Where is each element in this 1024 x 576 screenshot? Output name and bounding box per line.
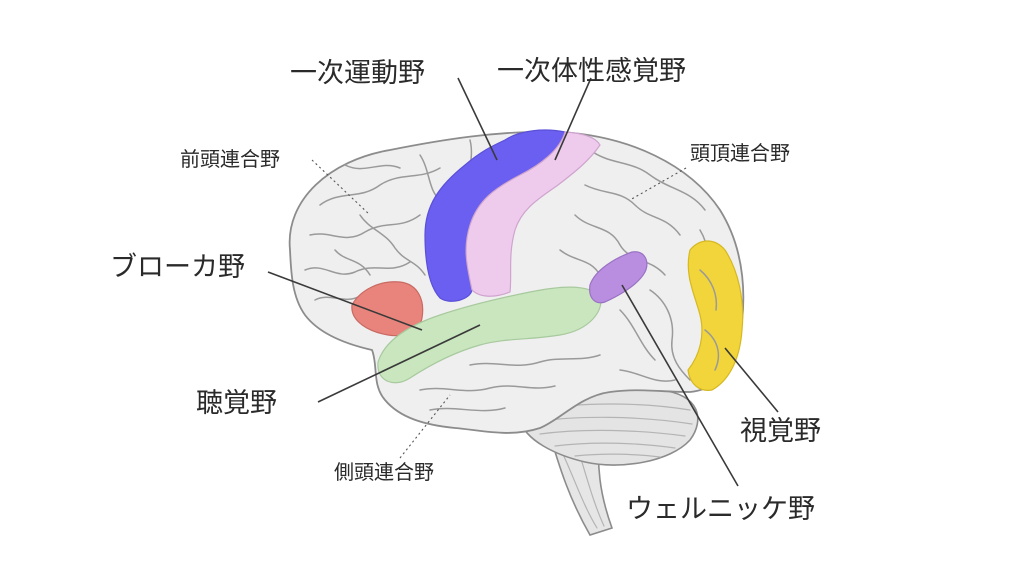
label-visual: 視覚野 [740, 416, 821, 447]
wernicke-area [589, 251, 648, 304]
label-broca: ブローカ野 [110, 252, 245, 283]
label-wernicke: ウェルニッケ野 [626, 494, 815, 525]
primary-somatosensory-cortex [465, 131, 601, 297]
label-primary-motor: 一次運動野 [290, 58, 425, 89]
label-parietal: 頭頂連合野 [690, 141, 790, 165]
label-temporal: 側頭連合野 [334, 460, 434, 484]
label-primary-somatosensory: 一次体性感覚野 [497, 56, 686, 87]
leader-lines [267, 77, 779, 487]
label-auditory: 聴覚野 [196, 388, 277, 419]
label-prefrontal: 前頭連合野 [180, 147, 280, 171]
broca-area [351, 281, 424, 337]
auditory-cortex [377, 286, 602, 384]
